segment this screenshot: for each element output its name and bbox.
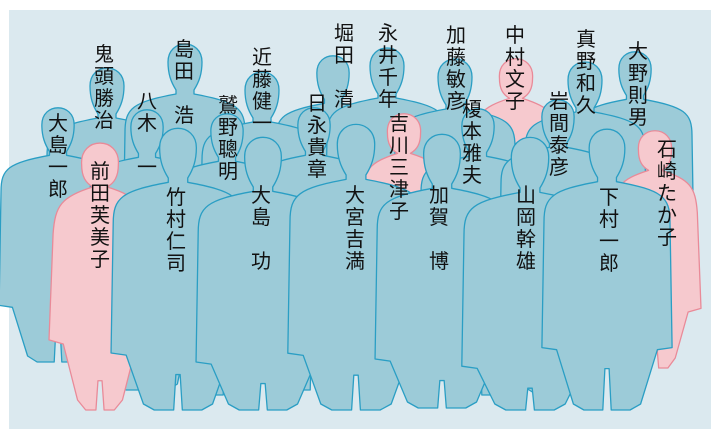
person-name-label: 大島一郎	[48, 111, 68, 201]
person-name-label: 永井千年	[378, 21, 398, 111]
person-name-label: 榎本雅夫	[462, 97, 482, 187]
person-name-label: 下村一郎	[599, 185, 619, 275]
person-name-label: 岩間泰彦	[549, 89, 569, 179]
person-name-label: 日永貴章	[307, 91, 327, 181]
person-silhouette-p24	[541, 128, 673, 411]
person-name-label: 加賀 博	[429, 183, 449, 273]
person-name-label: 竹村仁司	[166, 185, 186, 275]
person-name-label: 島田 浩	[174, 37, 194, 127]
person-name-label: 吉川三津子	[389, 111, 409, 223]
person-name-label: 大野則男	[628, 39, 648, 129]
person-name-label: 鬼頭勝治	[94, 42, 114, 132]
person-name-label: 中村文子	[505, 23, 525, 113]
person-name-label: 山岡幹雄	[516, 183, 536, 273]
person-name-label: 堀田 清	[334, 21, 354, 111]
person-name-label: 鷲野聰明	[218, 93, 238, 183]
person-name-label: 大島 功	[251, 183, 271, 273]
person-name-label: 加藤敏彦	[446, 23, 466, 113]
person-name-label: 近藤健一	[252, 45, 272, 135]
person-name-label: 大宮吉満	[345, 183, 365, 273]
person-name-label: 前田芙美子	[90, 159, 110, 271]
person-name-label: 石崎たか子	[657, 137, 677, 249]
silhouettes	[0, 43, 702, 411]
person-name-label: 八木 一	[137, 89, 157, 179]
person-name-label: 真野和久	[576, 27, 596, 117]
